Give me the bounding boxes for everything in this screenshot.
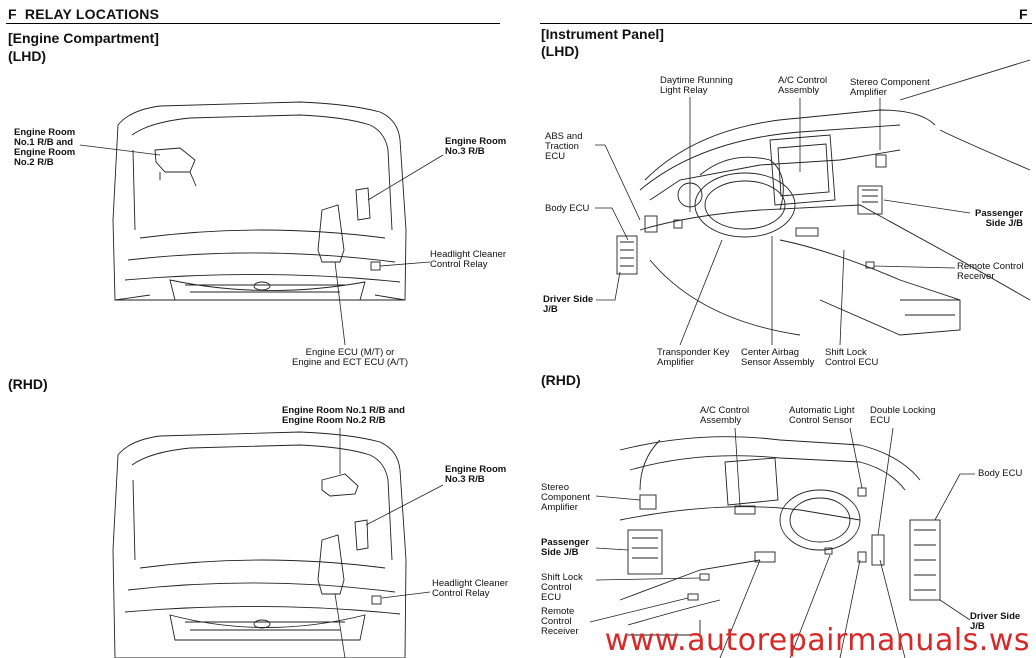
watermark: www.autorepairmanuals.ws (604, 623, 1030, 658)
label-rhd-engine-room-rb3: Engine Room No.3 R/B (445, 464, 507, 485)
label-lhd-engine-room-rb3: Engine Room No.3 R/B (445, 136, 507, 157)
page-header-title: F RELAY LOCATIONS (8, 6, 160, 22)
label-lhd-headlight-cleaner-relay: Headlight Cleaner Control Relay (430, 249, 507, 270)
label-rhd-ac-control-assembly: A/C Control Assembly (700, 405, 750, 426)
header-rule-left (6, 23, 500, 24)
lhd-instrument-panel-illustration (616, 59, 1031, 336)
label-lhd-passenger-side-jb: Passenger Side J/B (975, 208, 1024, 229)
label-lhd-transponder-key-amplifier: Transponder Key Amplifier (657, 347, 730, 368)
label-lhd-engine-room-rb12: Engine Room No.1 R/B and Engine Room No.… (14, 127, 76, 168)
label-lhd-daytime-running-light-relay: Daytime Running Light Relay (660, 75, 733, 96)
lhd-engine-bay-illustration (112, 101, 407, 301)
label-rhd-engine-room-rb12: Engine Room No.1 R/B and Engine Room No.… (282, 405, 405, 426)
label-rhd-automatic-light-sensor: Automatic Light Control Sensor (789, 405, 855, 426)
rhd-engine-leaders (334, 428, 444, 658)
label-lhd-ac-control-assembly: A/C Control Assembly (778, 75, 828, 96)
label-rhd-shift-lock-control-ecu: Shift Lock Control ECU (541, 572, 583, 603)
rhd-panel-leaders (589, 427, 975, 658)
label-lhd-shift-lock-control-ecu: Shift Lock Control ECU (825, 347, 879, 368)
label-rhd-double-locking-ecu: Double Locking ECU (870, 405, 936, 426)
label-rhd-remote-control-receiver: Remote Control Receiver (541, 606, 579, 637)
rhd-engine-bay-illustration (112, 431, 407, 658)
label-rhd-stereo-component-amplifier: Stereo Component Amplifier (541, 482, 591, 513)
page-header-letter: F (1019, 6, 1028, 22)
lhd-engine-leaders (79, 144, 444, 346)
label-rhd-body-ecu: Body ECU (978, 468, 1023, 479)
label-lhd-body-ecu: Body ECU (545, 203, 590, 214)
label-rhd-passenger-side-jb: Passenger Side J/B (541, 537, 590, 558)
lhd-panel-leaders (595, 97, 971, 346)
label-lhd-stereo-component-amplifier: Stereo Component Amplifier (850, 77, 930, 98)
label-lhd-abs-traction-ecu: ABS and Traction ECU (545, 131, 583, 162)
engine-compartment-title: [Engine Compartment] (8, 30, 159, 46)
panel-rhd-label: (RHD) (541, 372, 581, 388)
label-lhd-center-airbag-sensor: Center Airbag Sensor Assembly (741, 347, 815, 368)
label-lhd-engine-ecu: Engine ECU (M/T) or Engine and ECT ECU (… (292, 347, 408, 368)
instrument-panel-title: [Instrument Panel] (541, 26, 664, 42)
label-rhd-driver-side-jb: Driver Side J/B (970, 611, 1021, 632)
panel-lhd-label: (LHD) (541, 43, 580, 59)
rhd-instrument-panel-illustration (619, 436, 941, 636)
label-lhd-driver-side-jb: Driver Side J/B (543, 294, 594, 315)
engine-rhd-label: (RHD) (8, 376, 48, 392)
header-rule-right (540, 23, 1032, 24)
label-rhd-headlight-cleaner-relay: Headlight Cleaner Control Relay (432, 578, 509, 599)
label-lhd-remote-control-receiver: Remote Control Receiver (957, 261, 1024, 282)
engine-lhd-label: (LHD) (8, 48, 47, 64)
